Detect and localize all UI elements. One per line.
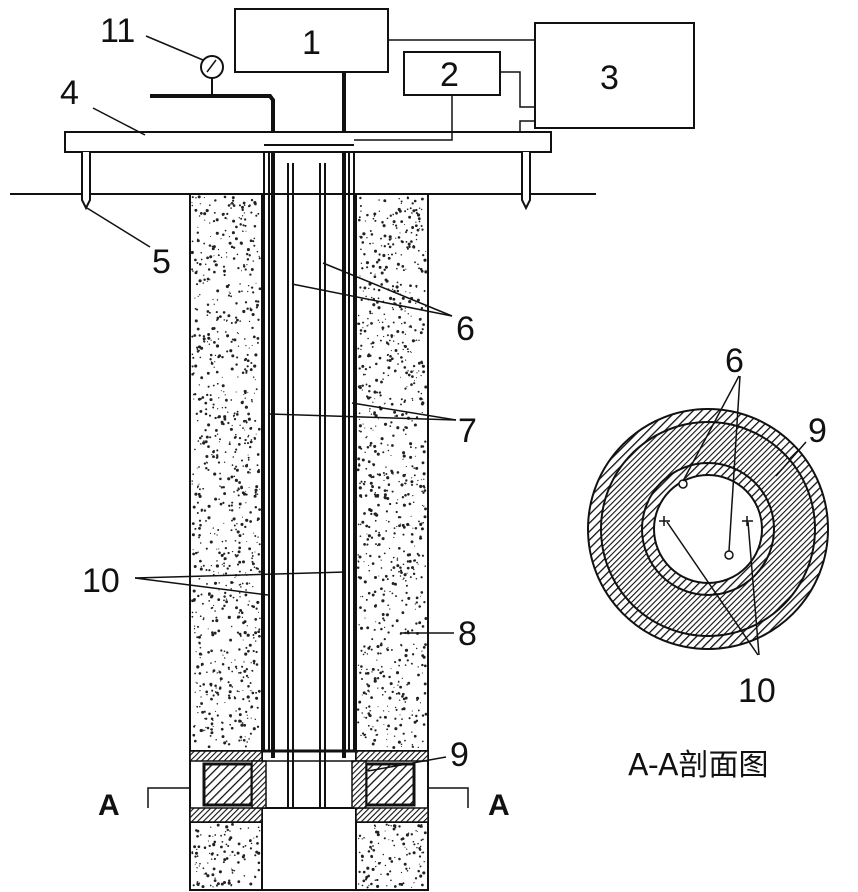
pressure-gauge xyxy=(200,55,224,96)
section-caption: A-A剖面图 xyxy=(628,748,769,783)
leader-lines xyxy=(86,35,457,772)
sand-fill-left xyxy=(189,193,263,752)
label-10: 10 xyxy=(82,562,120,600)
section-label-6: 6 xyxy=(725,342,744,380)
cross-section xyxy=(587,408,829,650)
box-1 xyxy=(234,8,389,73)
label-6: 6 xyxy=(456,310,475,348)
label-5: 5 xyxy=(152,243,171,281)
label-3: 3 xyxy=(600,59,619,97)
label-7: 7 xyxy=(458,412,477,450)
sand-fill-bottom xyxy=(189,821,429,891)
section-label-9: 9 xyxy=(808,412,827,450)
label-8: 8 xyxy=(458,615,477,653)
label-1: 1 xyxy=(302,24,321,62)
section-cut-markers xyxy=(147,787,469,808)
connection-wires xyxy=(354,39,535,141)
box-3 xyxy=(534,22,695,129)
hole-bottom xyxy=(261,807,357,891)
pipes xyxy=(150,72,355,808)
label-2: 2 xyxy=(440,56,459,94)
label-4: 4 xyxy=(60,74,79,112)
anchor-legs xyxy=(81,152,531,211)
platform xyxy=(64,131,552,153)
cut-label-left: A xyxy=(98,789,120,822)
sand-fill-right xyxy=(355,193,429,752)
section-leader-lines xyxy=(666,375,807,656)
label-9: 9 xyxy=(450,736,469,774)
section-label-10: 10 xyxy=(738,672,776,710)
label-11: 11 xyxy=(100,12,135,50)
cut-label-right: A xyxy=(488,789,510,822)
